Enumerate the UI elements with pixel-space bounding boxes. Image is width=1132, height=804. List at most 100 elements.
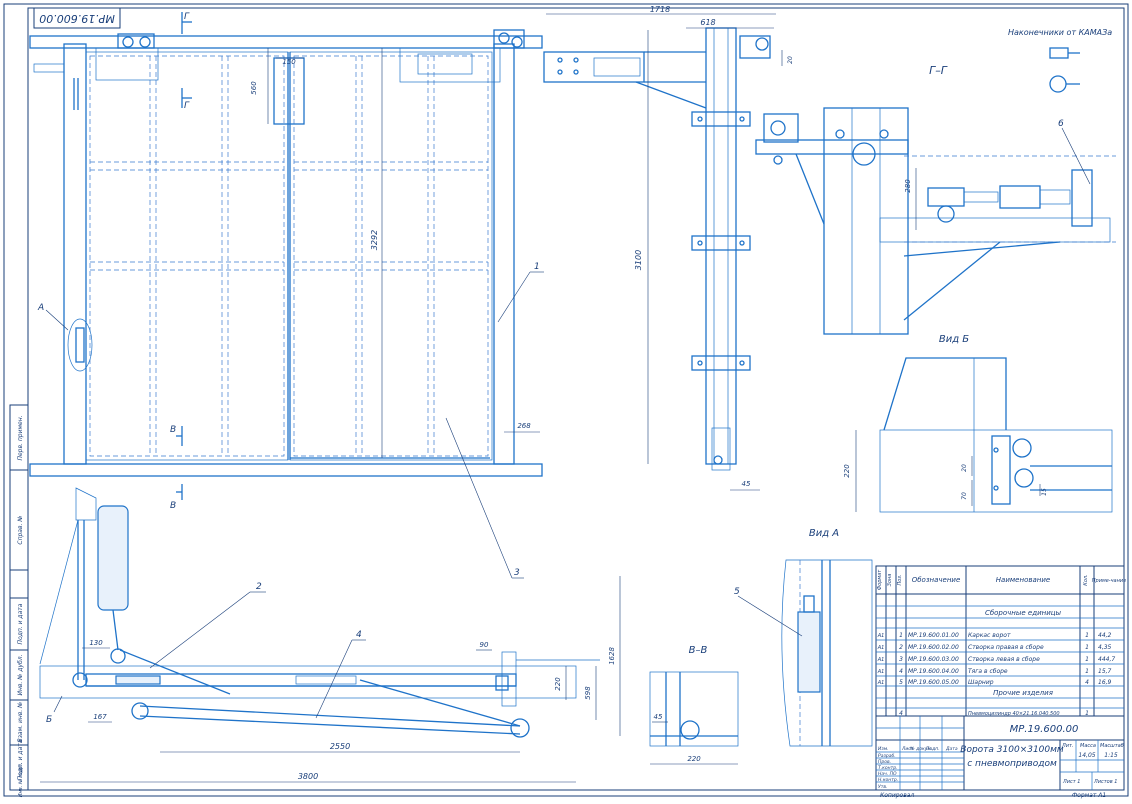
tb-row-utv: Утв. (878, 784, 887, 790)
section-vv: В–В 45 220 (649, 645, 739, 765)
stamp-repl-inv: Взам. инв. № (17, 702, 24, 743)
svg-text:5: 5 (899, 679, 903, 686)
spec-table: Формат Зона Поз. Обозначение Наименовани… (875, 565, 1126, 717)
outer-frame (3, 3, 1129, 797)
dim-167: 167 (93, 713, 107, 721)
spec-h-qty: Кол. (1083, 574, 1089, 585)
stamp-first-use: Перв. примен. (17, 415, 24, 460)
svg-text:4: 4 (899, 710, 903, 717)
svg-text:Пневмоцилиндр 40×21.16.040.500: Пневмоцилиндр 40×21.16.040.500 (968, 711, 1060, 717)
spec-row: А1 3 МР.19.600.03.00 Створка левая в сбо… (877, 656, 1116, 663)
drawing-title-line1: Ворота 3100×3100мм (960, 745, 1064, 755)
dim-3100: 3100 (634, 250, 643, 270)
mark-v-top: В (170, 425, 176, 435)
tb-sheets: Листов 1 (1093, 779, 1117, 785)
callout-5: 5 (734, 587, 740, 597)
svg-text:1: 1 (1085, 656, 1089, 663)
svg-text:А1: А1 (877, 680, 885, 686)
svg-text:1: 1 (1085, 632, 1089, 639)
svg-text:44,2: 44,2 (1098, 632, 1112, 639)
dim-70: 70 (961, 492, 968, 500)
view-b: Вид Б 220 20 70 15 (843, 334, 1113, 513)
svg-text:2: 2 (899, 644, 903, 651)
mark-b: Б (46, 715, 52, 725)
svg-text:16,9: 16,9 (1098, 679, 1112, 686)
drawing-title-line2: с пневмоприводом (967, 759, 1057, 769)
dim-220-b: 220 (843, 464, 851, 478)
dim-560: 560 (250, 81, 258, 95)
tb-sheet: Лист 1 (1062, 779, 1080, 785)
svg-text:1: 1 (899, 632, 903, 639)
dim-15: 15 (1041, 488, 1048, 496)
rotated-code-box: МР.19.600.00 (33, 7, 121, 29)
stamp-orig-inv: Инв. № подл. (18, 763, 24, 798)
spec-row: 4 Пневмоцилиндр 40×21.16.040.500 1 (899, 710, 1089, 717)
dim-220-vv: 220 (687, 755, 701, 763)
tb-scale-h: Масштаб (1100, 743, 1124, 749)
plan-view-dimensions: 130 90 1628 220 598 167 2550 3800 Б 2 4 (40, 576, 621, 783)
section-vv-label: В–В (689, 645, 708, 656)
dim-3292: 3292 (370, 230, 379, 250)
view-b-label: Вид Б (939, 334, 969, 345)
svg-text:Тяга в сборе: Тяга в сборе (968, 668, 1008, 675)
svg-text:Створка правая в сборе: Створка правая в сборе (968, 644, 1044, 651)
svg-text:3: 3 (899, 656, 903, 663)
svg-text:А1: А1 (877, 669, 885, 675)
front-view-dimensions: 150 560 3292 268 Г Г В В А (37, 12, 540, 511)
tb-row-izm: Изм. (878, 746, 889, 752)
dim-90: 90 (480, 641, 489, 649)
spec-h-pos: Поз. (897, 574, 903, 585)
section-gg: Г–Г 280 6 (755, 64, 1116, 335)
tb-col-date: Дата (945, 746, 958, 752)
spec-h-format: Формат (877, 569, 883, 590)
mark-a: А (37, 303, 44, 313)
spec-section-other: Прочие изделия (993, 689, 1053, 697)
tb-row-prov: Пров. (878, 759, 891, 765)
spec-h-note: Приме-чание (1092, 578, 1126, 584)
dim-268: 268 (517, 422, 531, 430)
svg-text:МР.19.600.01.00: МР.19.600.01.00 (908, 632, 959, 639)
rotated-code: МР.19.600.00 (39, 12, 115, 25)
tb-mass-h: Масса (1080, 743, 1096, 749)
format-label: Формат А1 (1072, 792, 1106, 799)
tb-row-nachpo: Нач. ПО (878, 771, 897, 777)
view-a: Вид А 5 (734, 528, 873, 747)
tb-col-list: Лист (901, 746, 914, 752)
svg-text:444,7: 444,7 (1098, 656, 1115, 663)
drawing-code: МР.19.600.00 (1010, 724, 1079, 735)
svg-text:А1: А1 (877, 645, 885, 651)
front-view (29, 29, 543, 477)
svg-text:МР.19.600.04.00: МР.19.600.04.00 (908, 668, 959, 675)
tb-row-nkontr: Н.контр. (878, 777, 898, 783)
stamp-sign-date-1: Подп. и дата (17, 603, 24, 644)
svg-text:4,35: 4,35 (1098, 644, 1112, 651)
tb-col-doc: № докум. (909, 746, 932, 752)
dim-20-b: 20 (961, 464, 968, 472)
spec-h-code: Обозначение (912, 576, 961, 584)
svg-text:4: 4 (899, 668, 903, 675)
svg-text:1: 1 (1085, 644, 1089, 651)
plan-view (39, 487, 600, 738)
dim-618: 618 (700, 18, 715, 27)
dim-280: 280 (904, 179, 912, 193)
tb-col-sign: Подп. (926, 746, 940, 752)
svg-text:1: 1 (1085, 710, 1089, 717)
kamaz-note: Наконечники от КАМАЗа (1008, 28, 1112, 93)
svg-text:А1: А1 (877, 657, 885, 663)
tb-mass: 14,05 (1078, 752, 1095, 759)
svg-text:МР.19.600.05.00: МР.19.600.05.00 (908, 679, 959, 686)
spec-row: А1 1 МР.19.600.01.00 Каркас ворот 1 44,2 (877, 632, 1112, 639)
side-view (543, 27, 771, 471)
dim-150: 150 (282, 58, 296, 66)
dim-1628: 1628 (608, 647, 616, 665)
side-stamp: Перв. примен. Справ. № Подп. и дата Инв.… (9, 404, 29, 798)
mark-v-bottom: В (170, 501, 176, 511)
callout-4: 4 (356, 630, 362, 640)
section-gg-label: Г–Г (929, 64, 948, 77)
svg-text:15,7: 15,7 (1098, 668, 1112, 675)
svg-text:МР.19.600.03.00: МР.19.600.03.00 (908, 656, 959, 663)
kamaz-note-text: Наконечники от КАМАЗа (1008, 28, 1112, 37)
callouts-main: 1 3 (445, 262, 544, 579)
